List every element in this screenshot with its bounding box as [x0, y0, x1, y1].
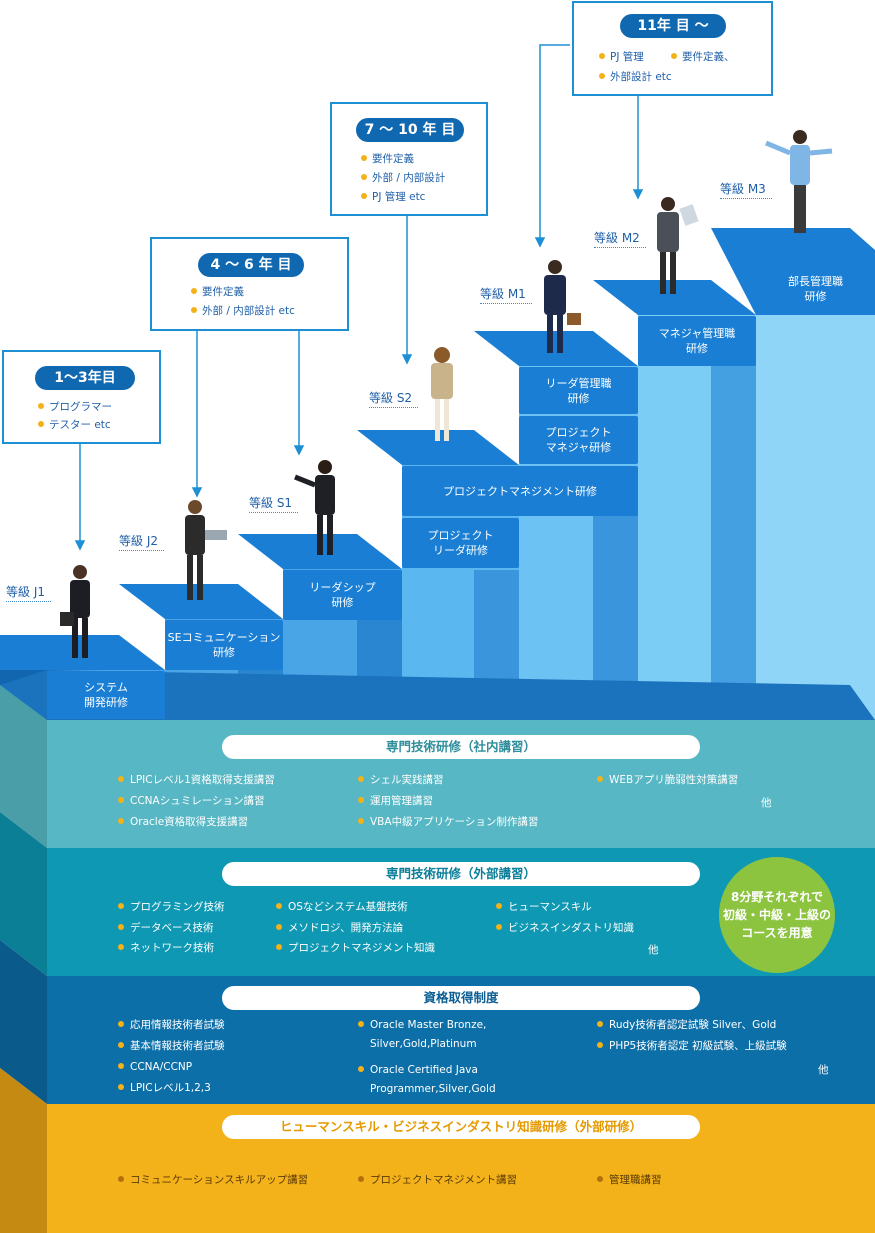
- band-item: Oracle資格取得支援講習: [118, 815, 248, 829]
- year-title: 11年 目 〜: [620, 14, 726, 38]
- year-item: 外部設計 etc: [599, 69, 672, 84]
- band-title-external: 専門技術研修（外部講習）: [222, 862, 700, 886]
- band-item: LPICレベル1資格取得支援講習: [118, 773, 275, 787]
- band-item: ビジネスインダストリ知識: [496, 921, 634, 935]
- person-figures: [60, 130, 833, 658]
- band-item: 管理職講習: [597, 1173, 662, 1187]
- band-item: ネットワーク技術: [118, 941, 214, 955]
- course-se-communication: SEコミュニケーション 研修: [165, 620, 283, 670]
- band-item-continued: Silver,Gold,Platinum: [370, 1038, 477, 1050]
- band-item: Oracle Certified Java: [358, 1063, 478, 1077]
- grade-label-s1: 等級 S1: [249, 494, 299, 513]
- band-etc: 他: [818, 1064, 829, 1076]
- course-leader-management: リーダ管理職 研修: [519, 367, 638, 414]
- course-leadership: リーダシップ 研修: [283, 570, 402, 620]
- year-title: 1〜3年目: [35, 366, 135, 390]
- year-item: PJ 管理 etc: [361, 189, 425, 204]
- course-level-bubble: 8分野それぞれで 初級・中級・上級の コースを用意: [719, 857, 835, 973]
- grade-label-m3: 等級 M3: [720, 180, 772, 199]
- year-item: PJ 管理: [599, 49, 644, 64]
- grade-label-j2: 等級 J2: [119, 532, 164, 551]
- band-item: プログラミング技術: [118, 900, 225, 914]
- band-item: PHP5技術者認定 初級試験、上級試験: [597, 1039, 787, 1053]
- year-item: 要件定義: [191, 284, 244, 299]
- year-title: 4 〜 6 年 目: [198, 253, 304, 277]
- band-item: 運用管理講習: [358, 794, 433, 808]
- year-item: 外部 / 内部設計 etc: [191, 303, 295, 318]
- band-etc: 他: [648, 944, 659, 956]
- year-item: 要件定義: [361, 151, 414, 166]
- year-box-3: 7 〜 10 年 目 要件定義 外部 / 内部設計 PJ 管理 etc: [330, 102, 488, 216]
- band-item: Rudy技術者認定試験 Silver、Gold: [597, 1018, 776, 1032]
- year-title: 7 〜 10 年 目: [356, 118, 464, 142]
- band-title-human: ヒューマンスキル・ビジネスインダストリ知識研修（外部研修）: [222, 1115, 700, 1139]
- year-item: 外部 / 内部設計: [361, 170, 445, 185]
- course-project-leader: プロジェクト リーダ研修: [402, 518, 519, 568]
- grade-label-j1: 等級 J1: [6, 583, 51, 602]
- band-item: プロジェクトマネジメント知識: [276, 941, 435, 955]
- course-director-management: 部長管理職 研修: [756, 264, 875, 314]
- band-item: シェル実践講習: [358, 773, 444, 787]
- band-item: データベース技術: [118, 921, 213, 935]
- band-item: CCNAシュミレーション講習: [118, 794, 265, 808]
- band-item: CCNA/CCNP: [118, 1060, 192, 1074]
- course-system-dev: システム 開発研修: [47, 671, 165, 719]
- band-item-continued: Programmer,Silver,Gold: [370, 1083, 496, 1095]
- bubble-line: コースを用意: [741, 926, 813, 940]
- band-etc: 他: [761, 797, 772, 809]
- band-item: コミュニケーションスキルアップ講習: [118, 1173, 308, 1187]
- band-item: ヒューマンスキル: [496, 900, 592, 914]
- year-box-2: 4 〜 6 年 目 要件定義 外部 / 内部設計 etc: [150, 237, 349, 331]
- band-title-internal: 専門技術研修（社内講習）: [222, 735, 700, 759]
- bubble-line: 8分野それぞれで: [730, 890, 823, 904]
- course-manager-management: マネジャ管理職 研修: [638, 316, 756, 366]
- bubble-line: 初級・中級・上級の: [722, 908, 831, 922]
- band-item: WEBアプリ脆弱性対策講習: [597, 773, 738, 787]
- grade-label-m2: 等級 M2: [594, 229, 646, 248]
- grade-label-m1: 等級 M1: [480, 285, 532, 304]
- course-project-management: プロジェクトマネジメント研修: [402, 466, 638, 516]
- year-item: 要件定義、: [671, 49, 735, 64]
- band-item: LPICレベル1,2,3: [118, 1081, 211, 1095]
- band-item: OSなどシステム基盤技術: [276, 900, 408, 914]
- band-item: Oracle Master Bronze,: [358, 1018, 486, 1032]
- band-item: プロジェクトマネジメント講習: [358, 1173, 517, 1187]
- year-box-1: 1〜3年目 プログラマー テスター etc: [2, 350, 161, 444]
- band-title-certification: 資格取得制度: [222, 986, 700, 1010]
- band-item: メソドロジ、開発方法論: [276, 921, 403, 935]
- band-item: 応用情報技術者試験: [118, 1018, 225, 1032]
- grade-label-s2: 等級 S2: [369, 389, 419, 408]
- course-project-manager: プロジェクト マネジャ研修: [519, 416, 638, 464]
- band-item: 基本情報技術者試験: [118, 1039, 225, 1053]
- band-item: VBA中級アプリケーション制作講習: [358, 815, 538, 829]
- year-box-4: 11年 目 〜 PJ 管理 要件定義、 外部設計 etc: [572, 1, 773, 96]
- year-item: プログラマー: [38, 399, 112, 414]
- year-item: テスター etc: [38, 417, 111, 432]
